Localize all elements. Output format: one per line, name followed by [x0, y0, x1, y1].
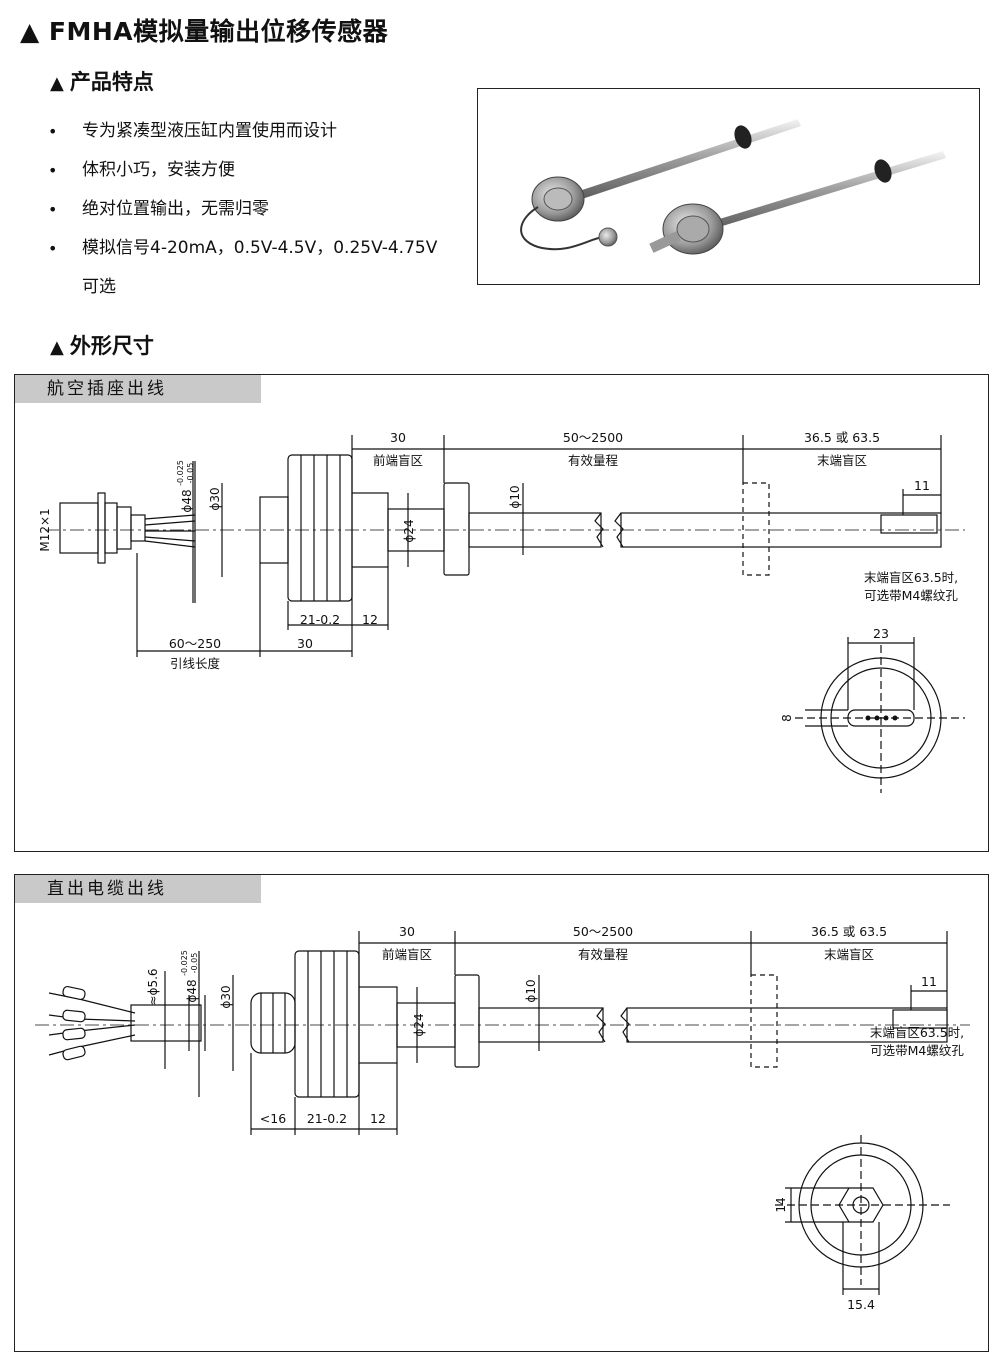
cable-outlet-panel: 直出电缆出线 — [14, 874, 989, 1352]
dimensions-heading: ▲外形尺寸 — [50, 330, 154, 360]
dim-stroke: 50～2500 — [563, 430, 623, 445]
dim-phi10: ϕ10 — [508, 485, 522, 508]
dim-30: 30 — [390, 430, 406, 445]
dim-end: 36.5 或 63.5 — [811, 924, 887, 939]
dim-tol-dn: -0.05 — [190, 953, 199, 974]
dim-phi10: ϕ10 — [524, 979, 538, 1002]
dim-phi48: ϕ48 — [180, 489, 194, 512]
dim-phi5-6: ≈ϕ5.6 — [146, 968, 160, 1005]
dim-12: 12 — [362, 612, 378, 627]
dim-12: 12 — [370, 1111, 386, 1126]
product-photo — [477, 88, 980, 285]
cable-outlet-drawing: 30 前端盲区 50～2500 有效量程 36.5 或 63.5 末端盲区 11… — [35, 924, 970, 1312]
dim-phi30: ϕ30 — [219, 985, 233, 1008]
feature-list: 专为紧凑型液压缸内置使用而设计 体积小巧，安装方便 绝对位置输出，无需归零 模拟… — [48, 112, 468, 307]
dim-11: 11 — [921, 974, 937, 989]
dim-lead: 60～250 — [169, 636, 221, 651]
dim-stroke-label: 有效量程 — [568, 453, 619, 468]
dim-end: 36.5 或 63.5 — [804, 430, 880, 445]
dim-stroke: 50～2500 — [573, 924, 633, 939]
note-line-1: 末端盲区63.5时, — [870, 1025, 964, 1040]
note-line-2: 可选带M4螺纹孔 — [870, 1043, 964, 1058]
dimensions-heading-text: 外形尺寸 — [69, 334, 154, 358]
dim-end-label: 末端盲区 — [824, 947, 874, 962]
triangle-icon: ▲ — [50, 73, 64, 94]
dim-phi24: ϕ24 — [402, 519, 416, 542]
dim-14: 14 — [774, 1197, 788, 1212]
dim-end-label: 末端盲区 — [817, 453, 867, 468]
dim-21: 21-0.2 — [300, 612, 340, 627]
dim-30: 30 — [399, 924, 415, 939]
panel-tab: 航空插座出线 — [15, 375, 261, 403]
dim-phi48: ϕ48 — [185, 979, 199, 1002]
page-title: ▲ FMHA模拟量输出位移传感器 — [20, 17, 389, 46]
triangle-icon: ▲ — [50, 337, 64, 358]
dim-16: <16 — [260, 1111, 286, 1126]
dim-8: 8 — [780, 714, 794, 722]
dim-tol-up: -0.025 — [176, 460, 185, 486]
dim-tol-dn: -0.05 — [186, 463, 195, 484]
dim-m12: M12×1 — [38, 508, 52, 551]
connector-outlet-drawing: 30 前端盲区 50～2500 有效量程 36.5 或 63.5 末端盲区 11… — [38, 430, 965, 793]
features-heading-text: 产品特点 — [69, 70, 154, 94]
dim-phi24: ϕ24 — [412, 1013, 426, 1036]
feature-item: 模拟信号4-20mA，0.5V-4.5V，0.25V-4.75V — [48, 229, 468, 268]
dim-stroke-label: 有效量程 — [578, 947, 629, 962]
feature-item: 专为紧凑型液压缸内置使用而设计 — [48, 112, 468, 151]
dim-23: 23 — [873, 626, 889, 641]
feature-item: 绝对位置输出，无需归零 — [48, 190, 468, 229]
dim-21: 21-0.2 — [307, 1111, 347, 1126]
features-heading: ▲产品特点 — [50, 66, 154, 96]
feature-item-continued: 可选 — [82, 277, 116, 297]
dim-lead-label: 引线长度 — [170, 656, 221, 671]
dim-15-4: 15.4 — [847, 1297, 875, 1312]
dim-11: 11 — [914, 478, 930, 493]
feature-item: 体积小巧，安装方便 — [48, 151, 468, 190]
note-line-1: 末端盲区63.5时, — [864, 570, 958, 585]
dim-30b: 30 — [297, 636, 313, 651]
note-line-2: 可选带M4螺纹孔 — [864, 588, 958, 603]
connector-outlet-panel: 航空插座出线 — [14, 374, 989, 852]
dim-phi30: ϕ30 — [208, 487, 222, 510]
dim-front-blind: 前端盲区 — [373, 453, 423, 468]
dim-front-blind: 前端盲区 — [382, 947, 432, 962]
dim-tol-up: -0.025 — [180, 950, 189, 976]
panel-tab: 直出电缆出线 — [15, 875, 261, 903]
